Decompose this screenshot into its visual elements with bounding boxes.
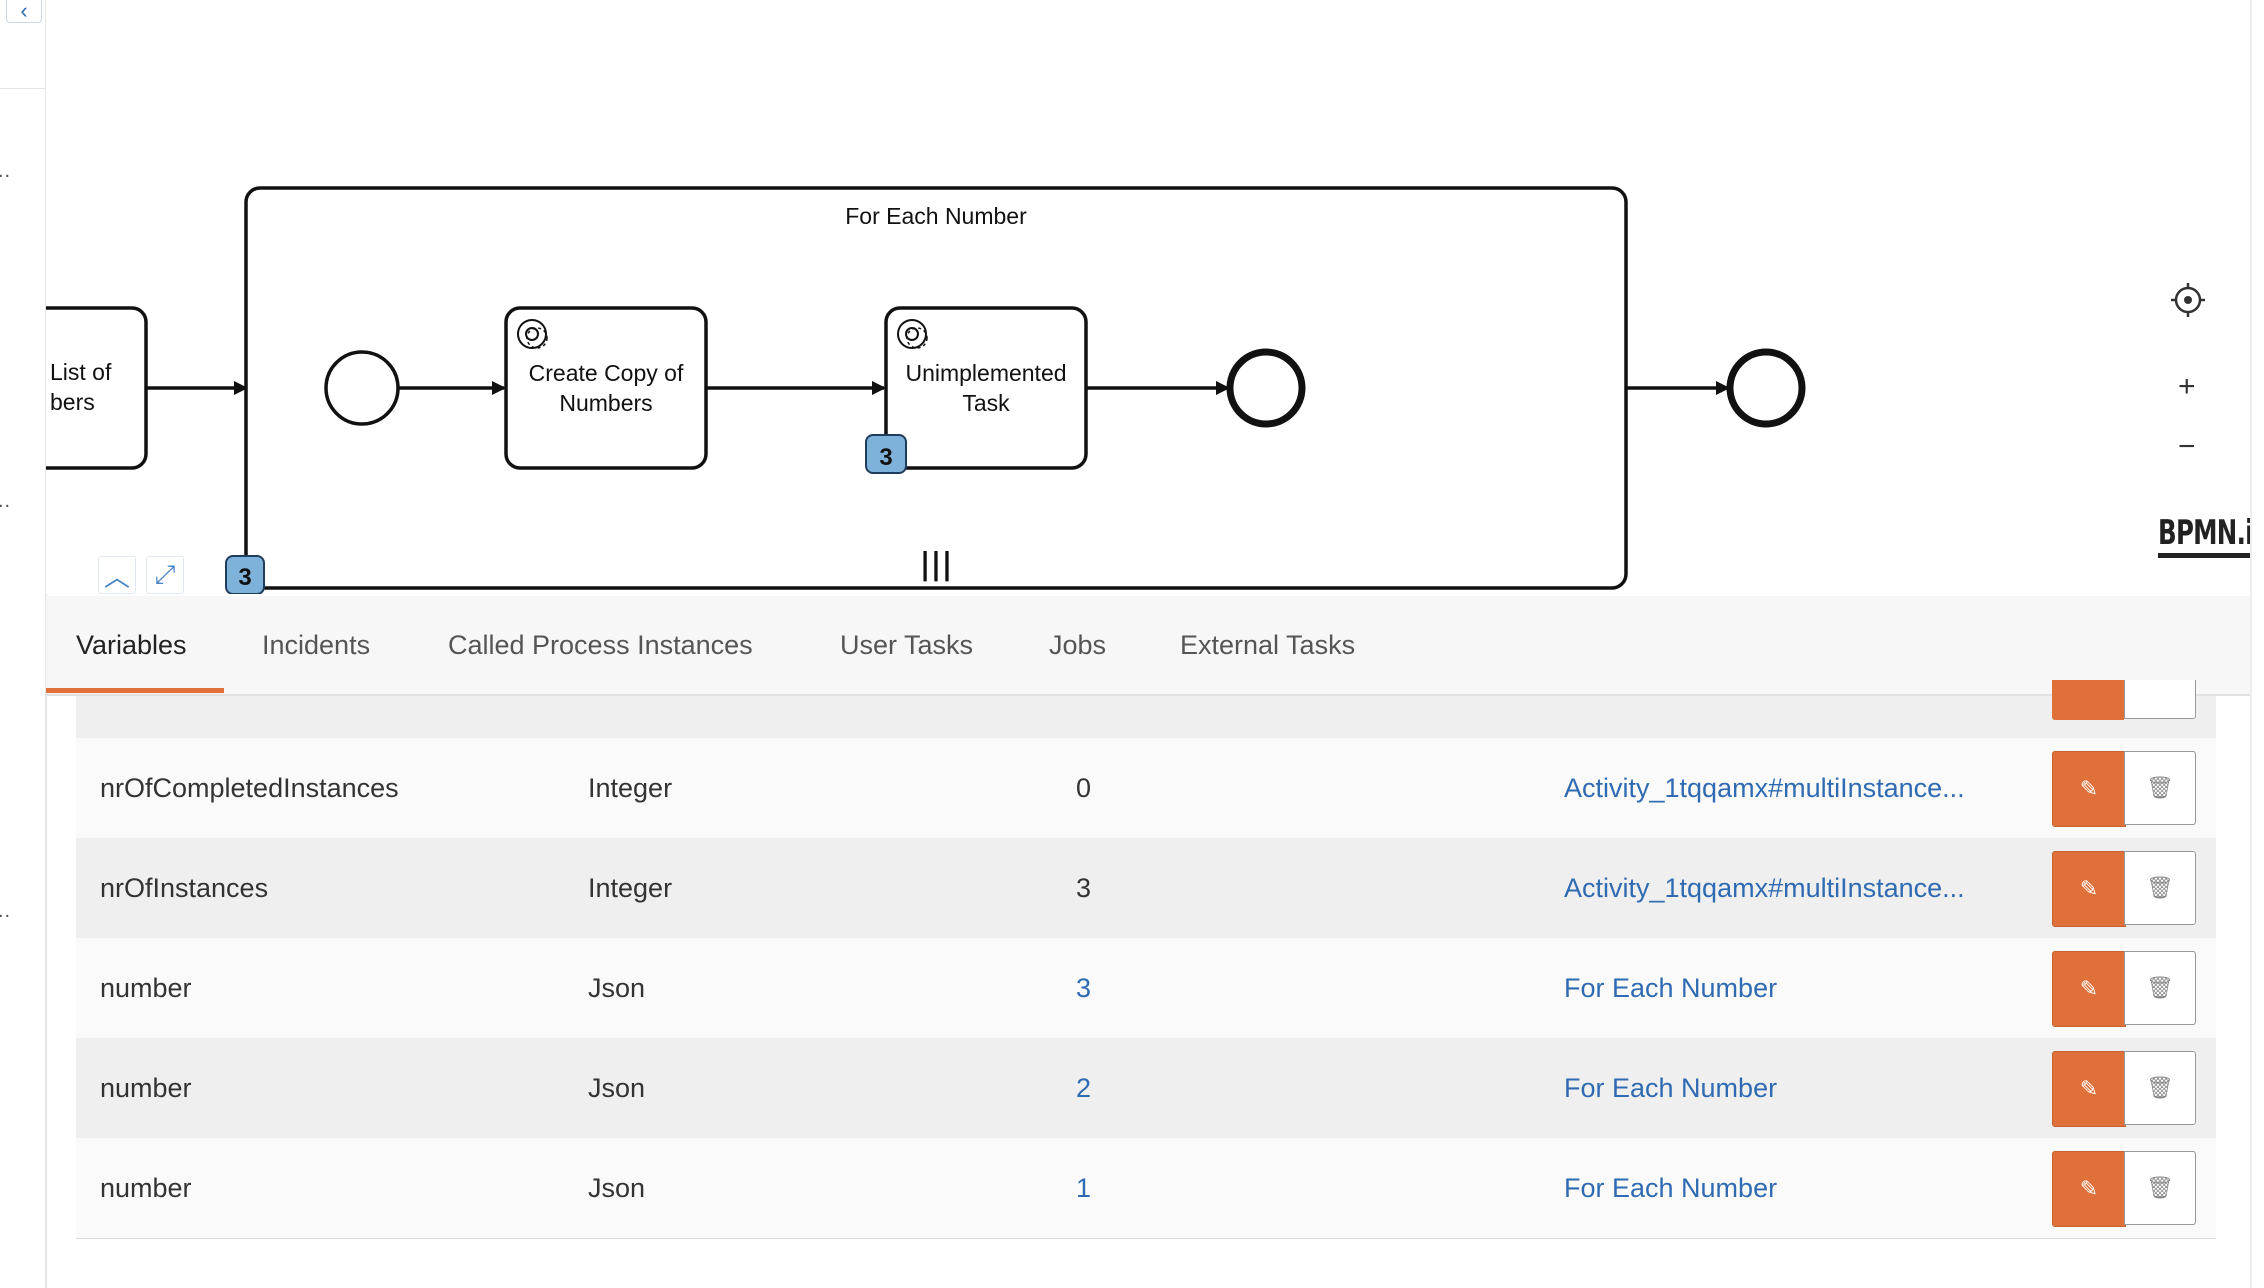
pencil-icon: ✎ bbox=[2079, 776, 2099, 801]
plus-icon: + bbox=[2178, 370, 2196, 403]
delete-button[interactable]: 🗑 bbox=[2124, 851, 2196, 925]
delete-button[interactable]: 🗑 bbox=[2124, 751, 2196, 825]
bpmn-canvas[interactable]: List of bers For Each Number ||| Create … bbox=[46, 0, 2264, 594]
variable-value-link[interactable]: 2 bbox=[1076, 1072, 1092, 1103]
delete-button[interactable]: 🗑 bbox=[2124, 1151, 2196, 1225]
table-row bbox=[76, 680, 2216, 738]
table-row: number Json 3 For Each Number ✎ 🗑 bbox=[76, 938, 2216, 1039]
zoom-out-button[interactable]: − bbox=[2178, 432, 2196, 462]
truncated-text-marker: .. bbox=[0, 160, 12, 182]
task-label-line: Unimplemented bbox=[905, 360, 1066, 386]
pencil-icon: ✎ bbox=[2079, 1176, 2099, 1201]
crosshair-icon bbox=[2171, 283, 2205, 317]
detail-tabs: Variables Incidents Called Process Insta… bbox=[46, 596, 2250, 696]
truncated-text-marker: .. bbox=[0, 900, 12, 922]
variable-scope-link[interactable]: For Each Number bbox=[1564, 972, 1778, 1003]
variable-type: Integer bbox=[588, 872, 673, 903]
variable-name: number bbox=[100, 1172, 192, 1203]
zoom-in-button[interactable]: + bbox=[2178, 372, 2196, 402]
variable-scope-link[interactable]: For Each Number bbox=[1564, 1172, 1778, 1203]
variable-type: Json bbox=[588, 1072, 646, 1103]
trash-icon: 🗑 bbox=[2146, 1175, 2174, 1200]
badge-count: 3 bbox=[879, 444, 892, 471]
variable-name: number bbox=[100, 972, 192, 1003]
variable-scope-link[interactable]: Activity_1tqqamx#multiInstance... bbox=[1564, 872, 1965, 903]
variable-value-link[interactable]: 3 bbox=[1076, 972, 1092, 1003]
expand-panel-button[interactable]: ⤢ bbox=[146, 556, 184, 594]
chevron-up-icon: ︿ bbox=[103, 561, 130, 592]
truncated-text-marker: .. bbox=[0, 490, 12, 512]
badge-count: 3 bbox=[238, 564, 251, 591]
variable-type: Json bbox=[588, 1172, 646, 1203]
scrollbar-track[interactable] bbox=[2250, 0, 2264, 1288]
trash-icon: 🗑 bbox=[2146, 875, 2174, 900]
sidebar-divider bbox=[0, 88, 45, 89]
edit-button[interactable]: ✎ bbox=[2052, 1051, 2126, 1127]
table-row: nrOfInstances Integer 3 Activity_1tqqamx… bbox=[76, 838, 2216, 939]
task-label-line: Numbers bbox=[559, 390, 652, 416]
delete-button[interactable]: 🗑 bbox=[2124, 1051, 2196, 1125]
task-create-copy-of-numbers[interactable]: Create Copy of Numbers bbox=[504, 306, 708, 470]
service-task-gear-icon bbox=[897, 319, 928, 349]
edit-button[interactable]: ✎ bbox=[2052, 851, 2126, 927]
tab-incidents[interactable]: Incidents bbox=[262, 630, 371, 660]
variable-name: nrOfCompletedInstances bbox=[100, 772, 399, 803]
multi-instance-marker: ||| bbox=[920, 547, 953, 582]
delete-button[interactable]: 🗑 bbox=[2124, 951, 2196, 1025]
trash-icon: 🗑 bbox=[2146, 1075, 2174, 1100]
subprocess-title: For Each Number bbox=[845, 203, 1027, 229]
edit-button[interactable]: ✎ bbox=[2052, 1151, 2126, 1227]
edit-button[interactable]: ✎ bbox=[2052, 751, 2126, 827]
pencil-icon: ✎ bbox=[2079, 1076, 2099, 1101]
recenter-button[interactable] bbox=[2170, 282, 2206, 324]
edit-button[interactable]: ✎ bbox=[2052, 951, 2126, 1027]
trash-icon: 🗑 bbox=[2146, 975, 2174, 1000]
variable-value-link[interactable]: 1 bbox=[1076, 1172, 1092, 1203]
task-label-line: bers bbox=[50, 389, 95, 415]
variable-name: nrOfInstances bbox=[100, 872, 269, 903]
service-task-gear-icon bbox=[517, 319, 548, 349]
variable-value: 3 bbox=[1076, 872, 1092, 903]
variable-scope-link[interactable]: Activity_1tqqamx#multiInstance... bbox=[1564, 772, 1965, 803]
end-event[interactable] bbox=[1726, 348, 1806, 428]
left-sidebar: ‹ .. .. .. bbox=[0, 0, 47, 1288]
trash-icon: 🗑 bbox=[2146, 775, 2174, 800]
collapse-sidebar-button[interactable]: ‹ bbox=[6, 0, 42, 23]
pencil-icon: ✎ bbox=[2079, 876, 2099, 901]
instance-count-badge[interactable]: 3 bbox=[865, 434, 907, 474]
table-row: nrOfCompletedInstances Integer 0 Activit… bbox=[76, 738, 2216, 839]
task-label-line: List of bbox=[50, 359, 112, 385]
start-event[interactable] bbox=[324, 350, 400, 426]
table-row: number Json 1 For Each Number ✎ 🗑 bbox=[76, 1138, 2216, 1239]
variable-value: 0 bbox=[1076, 772, 1092, 803]
variable-type: Json bbox=[588, 972, 646, 1003]
minus-icon: − bbox=[2178, 430, 2196, 463]
task-create-list[interactable]: List of bers bbox=[46, 306, 148, 470]
task-label-line: Task bbox=[962, 390, 1010, 416]
expand-icon: ⤢ bbox=[154, 559, 176, 589]
variable-name: number bbox=[100, 1072, 192, 1103]
task-unimplemented[interactable]: Unimplemented Task bbox=[884, 306, 1088, 470]
tab-external-tasks[interactable]: External Tasks bbox=[1180, 630, 1356, 660]
end-event[interactable] bbox=[1226, 348, 1306, 428]
pencil-icon: ✎ bbox=[2079, 976, 2099, 1001]
active-tab-indicator bbox=[46, 688, 224, 693]
instance-count-badge[interactable]: 3 bbox=[225, 555, 265, 594]
tab-variables[interactable]: Variables bbox=[76, 630, 187, 660]
variable-type: Integer bbox=[588, 772, 673, 803]
table-row: number Json 2 For Each Number ✎ 🗑 bbox=[76, 1038, 2216, 1139]
bpmn-diagram: List of bers For Each Number ||| Create … bbox=[46, 186, 1806, 594]
task-label-line: Create Copy of bbox=[529, 360, 684, 386]
bpmn-io-logo[interactable]: BPMN.iO bbox=[2158, 515, 2264, 558]
chevron-left-icon: ‹ bbox=[20, 0, 28, 23]
delete-button[interactable] bbox=[2124, 680, 2196, 719]
edit-button[interactable] bbox=[2052, 680, 2124, 720]
collapse-panel-button[interactable]: ︿ bbox=[98, 556, 136, 594]
variable-scope-link[interactable]: For Each Number bbox=[1564, 1072, 1778, 1103]
tab-called-process-instances[interactable]: Called Process Instances bbox=[448, 630, 753, 660]
tab-jobs[interactable]: Jobs bbox=[1049, 630, 1107, 660]
tab-user-tasks[interactable]: User Tasks bbox=[840, 630, 974, 660]
